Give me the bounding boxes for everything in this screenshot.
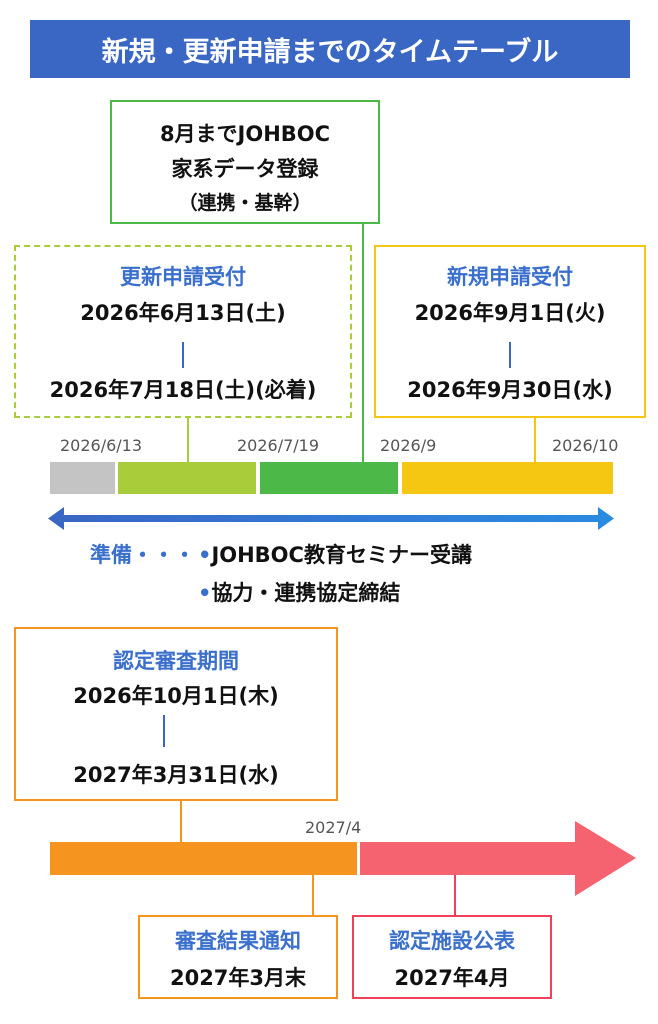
new-heading: 新規申請受付	[447, 265, 573, 289]
new-application-box: 新規申請受付 2026年9月1日(火) 2026年9月30日(水)	[374, 245, 646, 418]
johboc-box: 8月までJOHBOC 家系データ登録 （連携・基幹）	[110, 100, 380, 224]
connector-renewal	[187, 418, 189, 462]
page-title: 新規・更新申請までのタイムテーブル	[30, 20, 630, 78]
bar-orange	[50, 842, 357, 875]
tick-label: 2026/7/19	[237, 436, 320, 455]
preparation-label: 準備・・・	[90, 543, 195, 567]
new-start: 2026年9月1日(火)	[414, 301, 606, 325]
johboc-line1: 8月までJOHBOC	[159, 122, 331, 146]
connector-result	[312, 875, 314, 915]
tick-label: 2026/10	[552, 436, 619, 455]
publish-heading: 認定施設公表	[389, 929, 515, 953]
publish-date: 2027年4月	[394, 966, 510, 990]
new-end: 2026年9月30日(水)	[407, 378, 613, 402]
renewal-start: 2026年6月13日(土)	[80, 301, 286, 325]
preparation-item: •協力・連携協定締結	[198, 581, 401, 605]
renewal-heading: 更新申請受付	[120, 265, 246, 289]
review-end: 2027年3月31日(水)	[73, 763, 279, 787]
bar-yellow	[402, 462, 613, 494]
double-arrow-icon	[48, 507, 614, 530]
range-line	[163, 715, 165, 747]
connector-publish	[454, 875, 456, 915]
review-start: 2026年10月1日(木)	[73, 684, 279, 708]
arrow-right-icon	[360, 821, 636, 896]
range-line	[182, 342, 184, 368]
renewal-box: 更新申請受付 2026年6月13日(土) 2026年7月18日(土)(必着)	[14, 245, 352, 418]
result-heading: 審査結果通知	[175, 929, 301, 953]
connector-johboc	[362, 223, 364, 463]
bar-green	[260, 462, 398, 494]
connector-review	[180, 800, 182, 842]
johboc-line3: （連携・基幹）	[178, 192, 312, 214]
johboc-line2: 家系データ登録	[171, 157, 319, 181]
connector-new	[534, 418, 536, 462]
bar-lime	[118, 462, 256, 494]
preparation-item: •JOHBOC教育セミナー受講	[198, 543, 472, 567]
renewal-end: 2026年7月18日(土)(必着)	[49, 378, 317, 402]
review-heading: 認定審査期間	[113, 649, 239, 673]
result-date: 2027年3月末	[169, 966, 307, 990]
tick-label: 2026/6/13	[60, 436, 143, 455]
preparation-item-text: JOHBOC教育セミナー受講	[211, 543, 472, 567]
review-box: 認定審査期間 2026年10月1日(木) 2027年3月31日(水)	[14, 627, 338, 801]
tick-label: 2026/9	[380, 436, 437, 455]
preparation-item-text: 協力・連携協定締結	[211, 581, 401, 605]
publish-box: 認定施設公表 2027年4月	[352, 915, 552, 999]
tick-label: 2027/4	[305, 818, 362, 837]
result-box: 審査結果通知 2027年3月末	[138, 915, 338, 999]
bar-gray	[50, 462, 115, 494]
range-line	[509, 342, 511, 368]
